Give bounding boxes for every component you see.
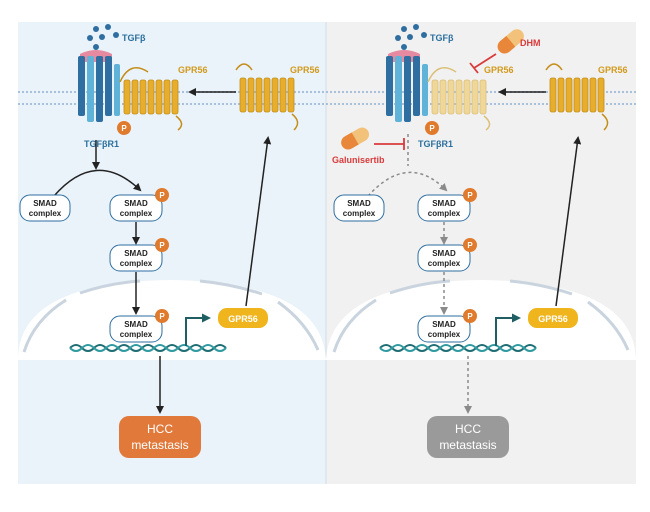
right-smad-p2: SMAD complex P [417,238,477,272]
right-dhm-pill-icon [497,29,524,54]
right-dna-helix [379,344,537,352]
right-tgf-label: TGFβ [430,33,454,43]
svg-text:complex: complex [428,209,461,218]
right-arrow-gene-up [555,136,582,307]
right-receptor-label: TGFβR1 [418,139,453,149]
left-receptor-label: TGFβR1 [84,139,119,149]
left-smad-p2: SMAD complex P [109,238,169,272]
svg-text:complex: complex [343,209,376,218]
right-galunisertib-pill-icon [341,127,370,150]
svg-text:GPR56: GPR56 [228,314,258,324]
svg-text:complex: complex [120,209,153,218]
right-smad-nuc: SMAD complex P [417,309,477,343]
left-smad-p1: SMAD complex P [109,188,169,222]
right-outcome-hcc: HCC metastasis [427,416,509,458]
svg-text:P: P [467,241,473,250]
left-gpr56-membrane [119,67,183,131]
left-receptor-phospho-label: P [121,124,127,133]
right-transcription-arrow [495,313,521,346]
svg-text:SMAD: SMAD [124,199,148,208]
svg-text:complex: complex [120,330,153,339]
left-dna-helix [69,344,227,352]
left-gpr56-membrane-label: GPR56 [178,65,208,75]
left-gpr56-free-label: GPR56 [290,65,320,75]
right-dhm-inhibition [473,53,497,69]
svg-text:complex: complex [428,330,461,339]
svg-text:GPR56: GPR56 [538,314,568,324]
left-receptor-phospho [117,121,131,135]
left-gene-gpr56: GPR56 [218,308,268,328]
right-gpr56-membrane [427,67,491,131]
svg-text:HCC: HCC [455,422,481,436]
svg-text:complex: complex [120,259,153,268]
right-dhm-label: DHM [520,38,541,48]
svg-text:P: P [467,312,473,321]
left-nuclear-envelope [22,279,320,353]
left-transcription-arrow [185,313,211,346]
right-tgf-ligand [395,24,427,50]
left-gpr56-free [235,63,299,131]
right-gpr56-free-label: GPR56 [598,65,628,75]
right-receptor-phospho-label: P [429,124,435,133]
svg-text:SMAD: SMAD [432,249,456,258]
right-smad-free: SMAD complex [333,194,385,222]
left-smad-nuc: SMAD complex P [109,309,169,343]
svg-text:complex: complex [428,259,461,268]
right-gpr56-membrane-label: GPR56 [484,65,514,75]
left-nucleus [18,280,326,360]
left-arrow-gene-up [245,136,272,307]
svg-text:SMAD: SMAD [33,199,57,208]
right-galunisertib-label: Galunisertib [332,155,385,165]
left-tgf-ligand [87,24,119,50]
svg-text:SMAD: SMAD [124,249,148,258]
svg-text:P: P [159,191,165,200]
svg-text:SMAD: SMAD [432,199,456,208]
svg-text:P: P [159,312,165,321]
left-tgf-receptor [78,50,120,122]
left-smad-free: SMAD complex [19,194,71,222]
right-gene-gpr56: GPR56 [528,308,578,328]
svg-text:HCC: HCC [147,422,173,436]
svg-text:SMAD: SMAD [432,320,456,329]
right-smad-p1: SMAD complex P [417,188,477,222]
svg-text:SMAD: SMAD [124,320,148,329]
left-outcome-hcc: HCC metastasis [119,416,201,458]
svg-text:P: P [159,241,165,250]
svg-text:complex: complex [29,209,62,218]
right-receptor-phospho [425,121,439,135]
right-dhm-inhibition-bar [469,62,479,74]
svg-text:metastasis: metastasis [131,438,188,452]
right-gpr56-free [545,63,609,131]
right-tgf-receptor [386,50,428,122]
svg-text:P: P [467,191,473,200]
right-nuclear-envelope [332,279,630,353]
svg-text:SMAD: SMAD [347,199,371,208]
right-arrow-phosphorylation [367,171,448,197]
left-arrow-phosphorylation [53,169,142,197]
left-tgf-label: TGFβ [122,33,146,43]
svg-text:metastasis: metastasis [439,438,496,452]
right-nucleus [326,280,636,360]
